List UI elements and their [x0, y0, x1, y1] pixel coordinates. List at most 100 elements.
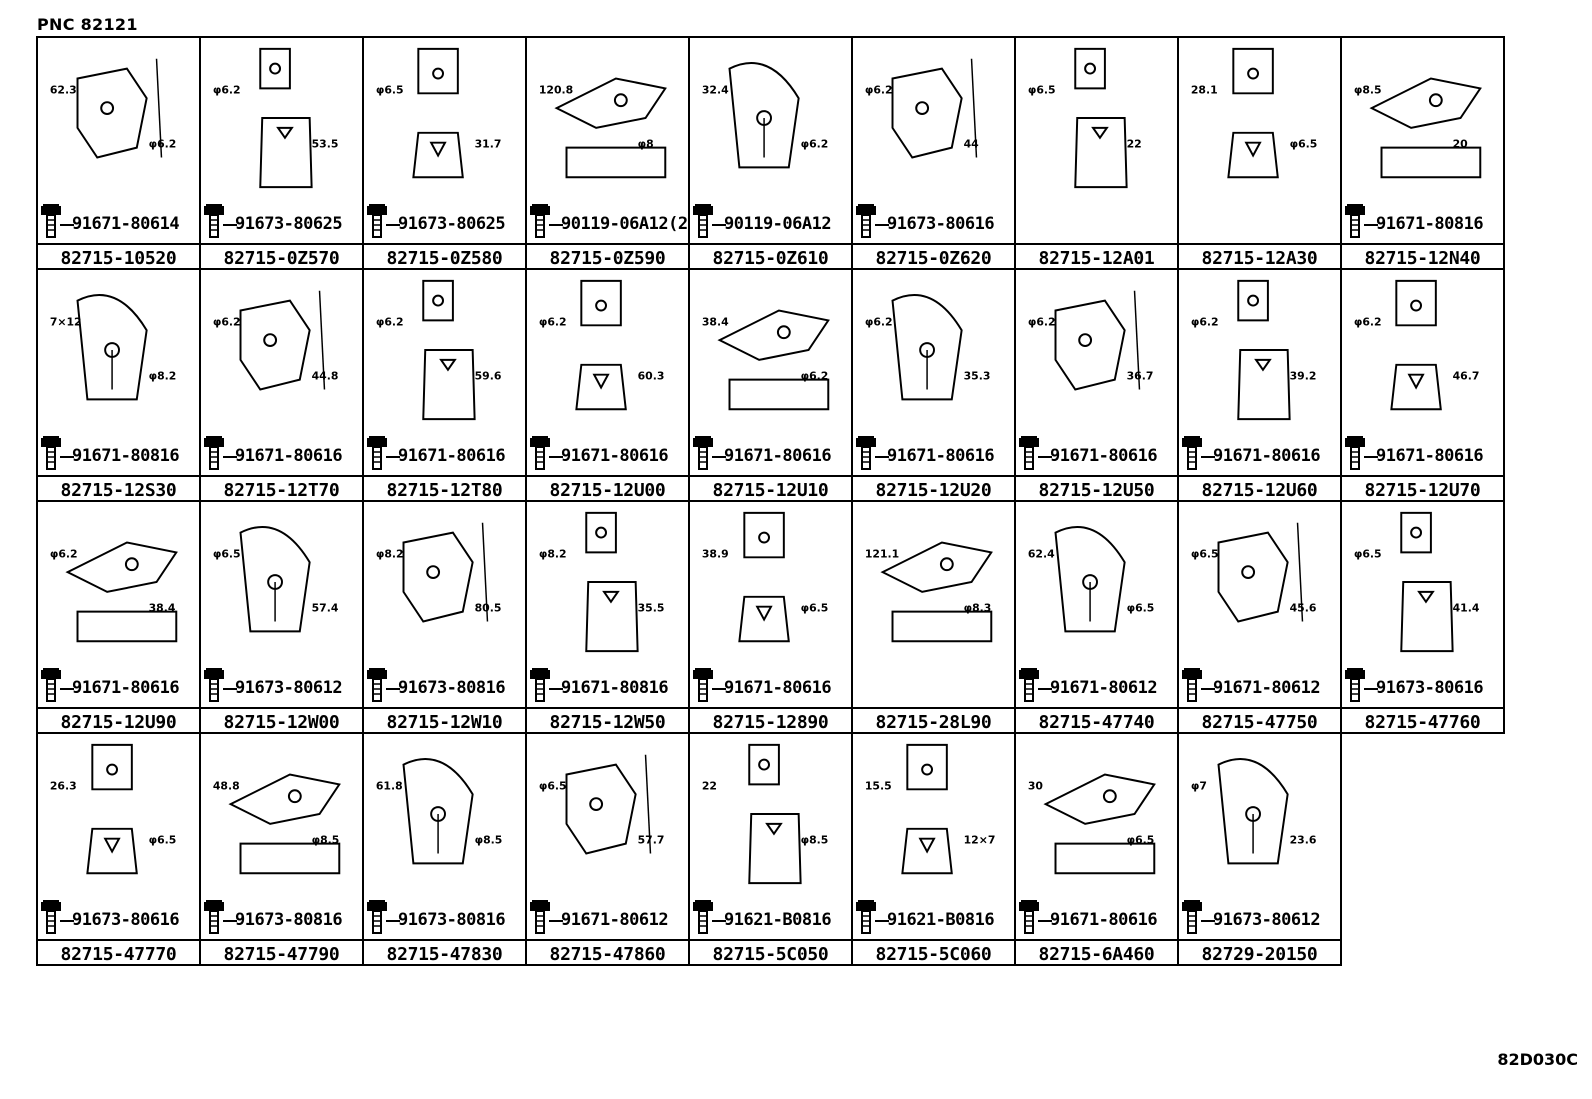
bolt-leader-line — [386, 688, 400, 690]
bolt-part-number: 91673-80616 — [887, 214, 995, 234]
part-number[interactable]: 82715-47860 — [527, 939, 688, 968]
bolt-part-number: 91671-80616 — [398, 446, 506, 466]
dimension-label: φ6.2 — [801, 138, 829, 151]
bolt-part-number: 91671-80616 — [235, 446, 343, 466]
part-number[interactable]: 82715-12U20 — [853, 475, 1014, 504]
bolt-leader-line — [549, 224, 563, 226]
bolt-leader-line — [223, 456, 237, 458]
bolt-icon — [1345, 204, 1365, 238]
dimension-label: 80.5 — [475, 602, 502, 615]
part-number[interactable]: 82715-12W50 — [527, 707, 688, 736]
part-drawing: φ6.246.7 — [1354, 279, 1479, 411]
bolt-leader-line — [712, 688, 726, 690]
part-number[interactable]: 82715-5C060 — [853, 939, 1014, 968]
part-number[interactable]: 82715-12U60 — [1179, 475, 1340, 504]
dimension-label: φ8.5 — [475, 834, 503, 847]
part-drawing: 62.3φ6.2 — [50, 58, 176, 159]
part-number[interactable]: 82715-12N40 — [1342, 243, 1503, 272]
part-number[interactable]: 82715-12890 — [690, 707, 851, 736]
part-drawing: φ6.531.7 — [376, 47, 501, 179]
bolt-leader-line — [60, 920, 74, 922]
bolt-icon — [41, 204, 61, 238]
part-drawing: φ6.244 — [865, 58, 979, 159]
part-number[interactable]: 82715-47770 — [38, 939, 199, 968]
dimension-label: 57.4 — [312, 602, 339, 615]
bolt-leader-line — [712, 456, 726, 458]
dimension-label: 62.3 — [50, 83, 77, 96]
bolt-part-number: 91671-80616 — [1050, 910, 1158, 930]
dimension-label: φ8.2 — [376, 547, 404, 560]
part-number[interactable]: 82715-12U50 — [1016, 475, 1177, 504]
part-number[interactable]: 82715-0Z590 — [527, 243, 688, 272]
part-number[interactable]: 82715-47790 — [201, 939, 362, 968]
dimension-label: φ6.2 — [539, 315, 567, 328]
bolt-icon — [856, 204, 876, 238]
part-number[interactable]: 82715-12W00 — [201, 707, 362, 736]
part-number[interactable]: 82715-47830 — [364, 939, 525, 968]
dimension-label: 26.3 — [50, 779, 77, 792]
bolt-part-number: 91673-80625 — [235, 214, 343, 234]
bolt-leader-line — [60, 456, 74, 458]
bolt-icon — [204, 436, 224, 470]
part-number[interactable]: 82729-20150 — [1179, 939, 1340, 968]
part-drawing: φ8.2 80.5 — [376, 522, 502, 623]
part-number[interactable]: 82715-12T70 — [201, 475, 362, 504]
dimension-label: 48.8 — [213, 779, 240, 792]
part-number[interactable]: 82715-12A01 — [1016, 243, 1177, 272]
part-number[interactable]: 82715-0Z620 — [853, 243, 1014, 272]
bolt-leader-line — [1038, 920, 1052, 922]
dimension-label: φ8.2 — [149, 370, 177, 383]
bolt-leader-line — [1201, 688, 1215, 690]
part-number[interactable]: 82715-5C050 — [690, 939, 851, 968]
bolt-part-number: 91673-80612 — [235, 678, 343, 698]
bolt-icon — [1345, 436, 1365, 470]
bolt-leader-line — [386, 456, 400, 458]
part-number[interactable]: 82715-12T80 — [364, 475, 525, 504]
part-number[interactable]: 82715-47750 — [1179, 707, 1340, 736]
part-number[interactable]: 82715-12A30 — [1179, 243, 1340, 272]
bolt-leader-line — [60, 224, 74, 226]
part-number[interactable]: 82715-12U10 — [690, 475, 851, 504]
bolt-leader-line — [875, 920, 889, 922]
part-number[interactable]: 82715-12U90 — [38, 707, 199, 736]
part-number[interactable]: 82715-12W10 — [364, 707, 525, 736]
part-drawing: 15.512×7 — [865, 743, 995, 875]
part-number[interactable]: 82715-6A460 — [1016, 939, 1177, 968]
bolt-icon — [530, 900, 550, 934]
bolt-icon — [204, 668, 224, 702]
part-drawing: φ6.541.4 — [1354, 511, 1480, 653]
bolt-part-number: 91671-80616 — [1050, 446, 1158, 466]
dimension-label: φ6.5 — [1354, 547, 1382, 560]
bolt-part-number: 91671-80816 — [1376, 214, 1484, 234]
part-drawing: φ6.260.3 — [539, 279, 664, 411]
dimension-label: 22 — [702, 779, 717, 792]
part-drawing: φ6.253.5 — [213, 47, 338, 189]
part-number[interactable]: 82715-12S30 — [38, 475, 199, 504]
part-number[interactable]: 82715-0Z610 — [690, 243, 851, 272]
dimension-label: 38.4 — [149, 602, 176, 615]
part-number[interactable]: 82715-47760 — [1342, 707, 1503, 736]
dimension-label: 45.6 — [1290, 602, 1317, 615]
part-number[interactable]: 82715-0Z570 — [201, 243, 362, 272]
bolt-leader-line — [386, 920, 400, 922]
part-number[interactable]: 82715-12U70 — [1342, 475, 1503, 504]
part-number[interactable]: 82715-12U00 — [527, 475, 688, 504]
bolt-leader-line — [1201, 920, 1215, 922]
bolt-leader-line — [223, 920, 237, 922]
bolt-leader-line — [712, 920, 726, 922]
part-number[interactable]: 82715-10520 — [38, 243, 199, 272]
part-number[interactable]: 82715-47740 — [1016, 707, 1177, 736]
part-number[interactable]: 82715-28L90 — [853, 707, 1014, 736]
pnc-label: PNC 82121 — [37, 15, 138, 34]
bolt-part-number: 91671-80616 — [1213, 446, 1321, 466]
part-number[interactable]: 82715-0Z580 — [364, 243, 525, 272]
dimension-label: 44.8 — [312, 370, 339, 383]
